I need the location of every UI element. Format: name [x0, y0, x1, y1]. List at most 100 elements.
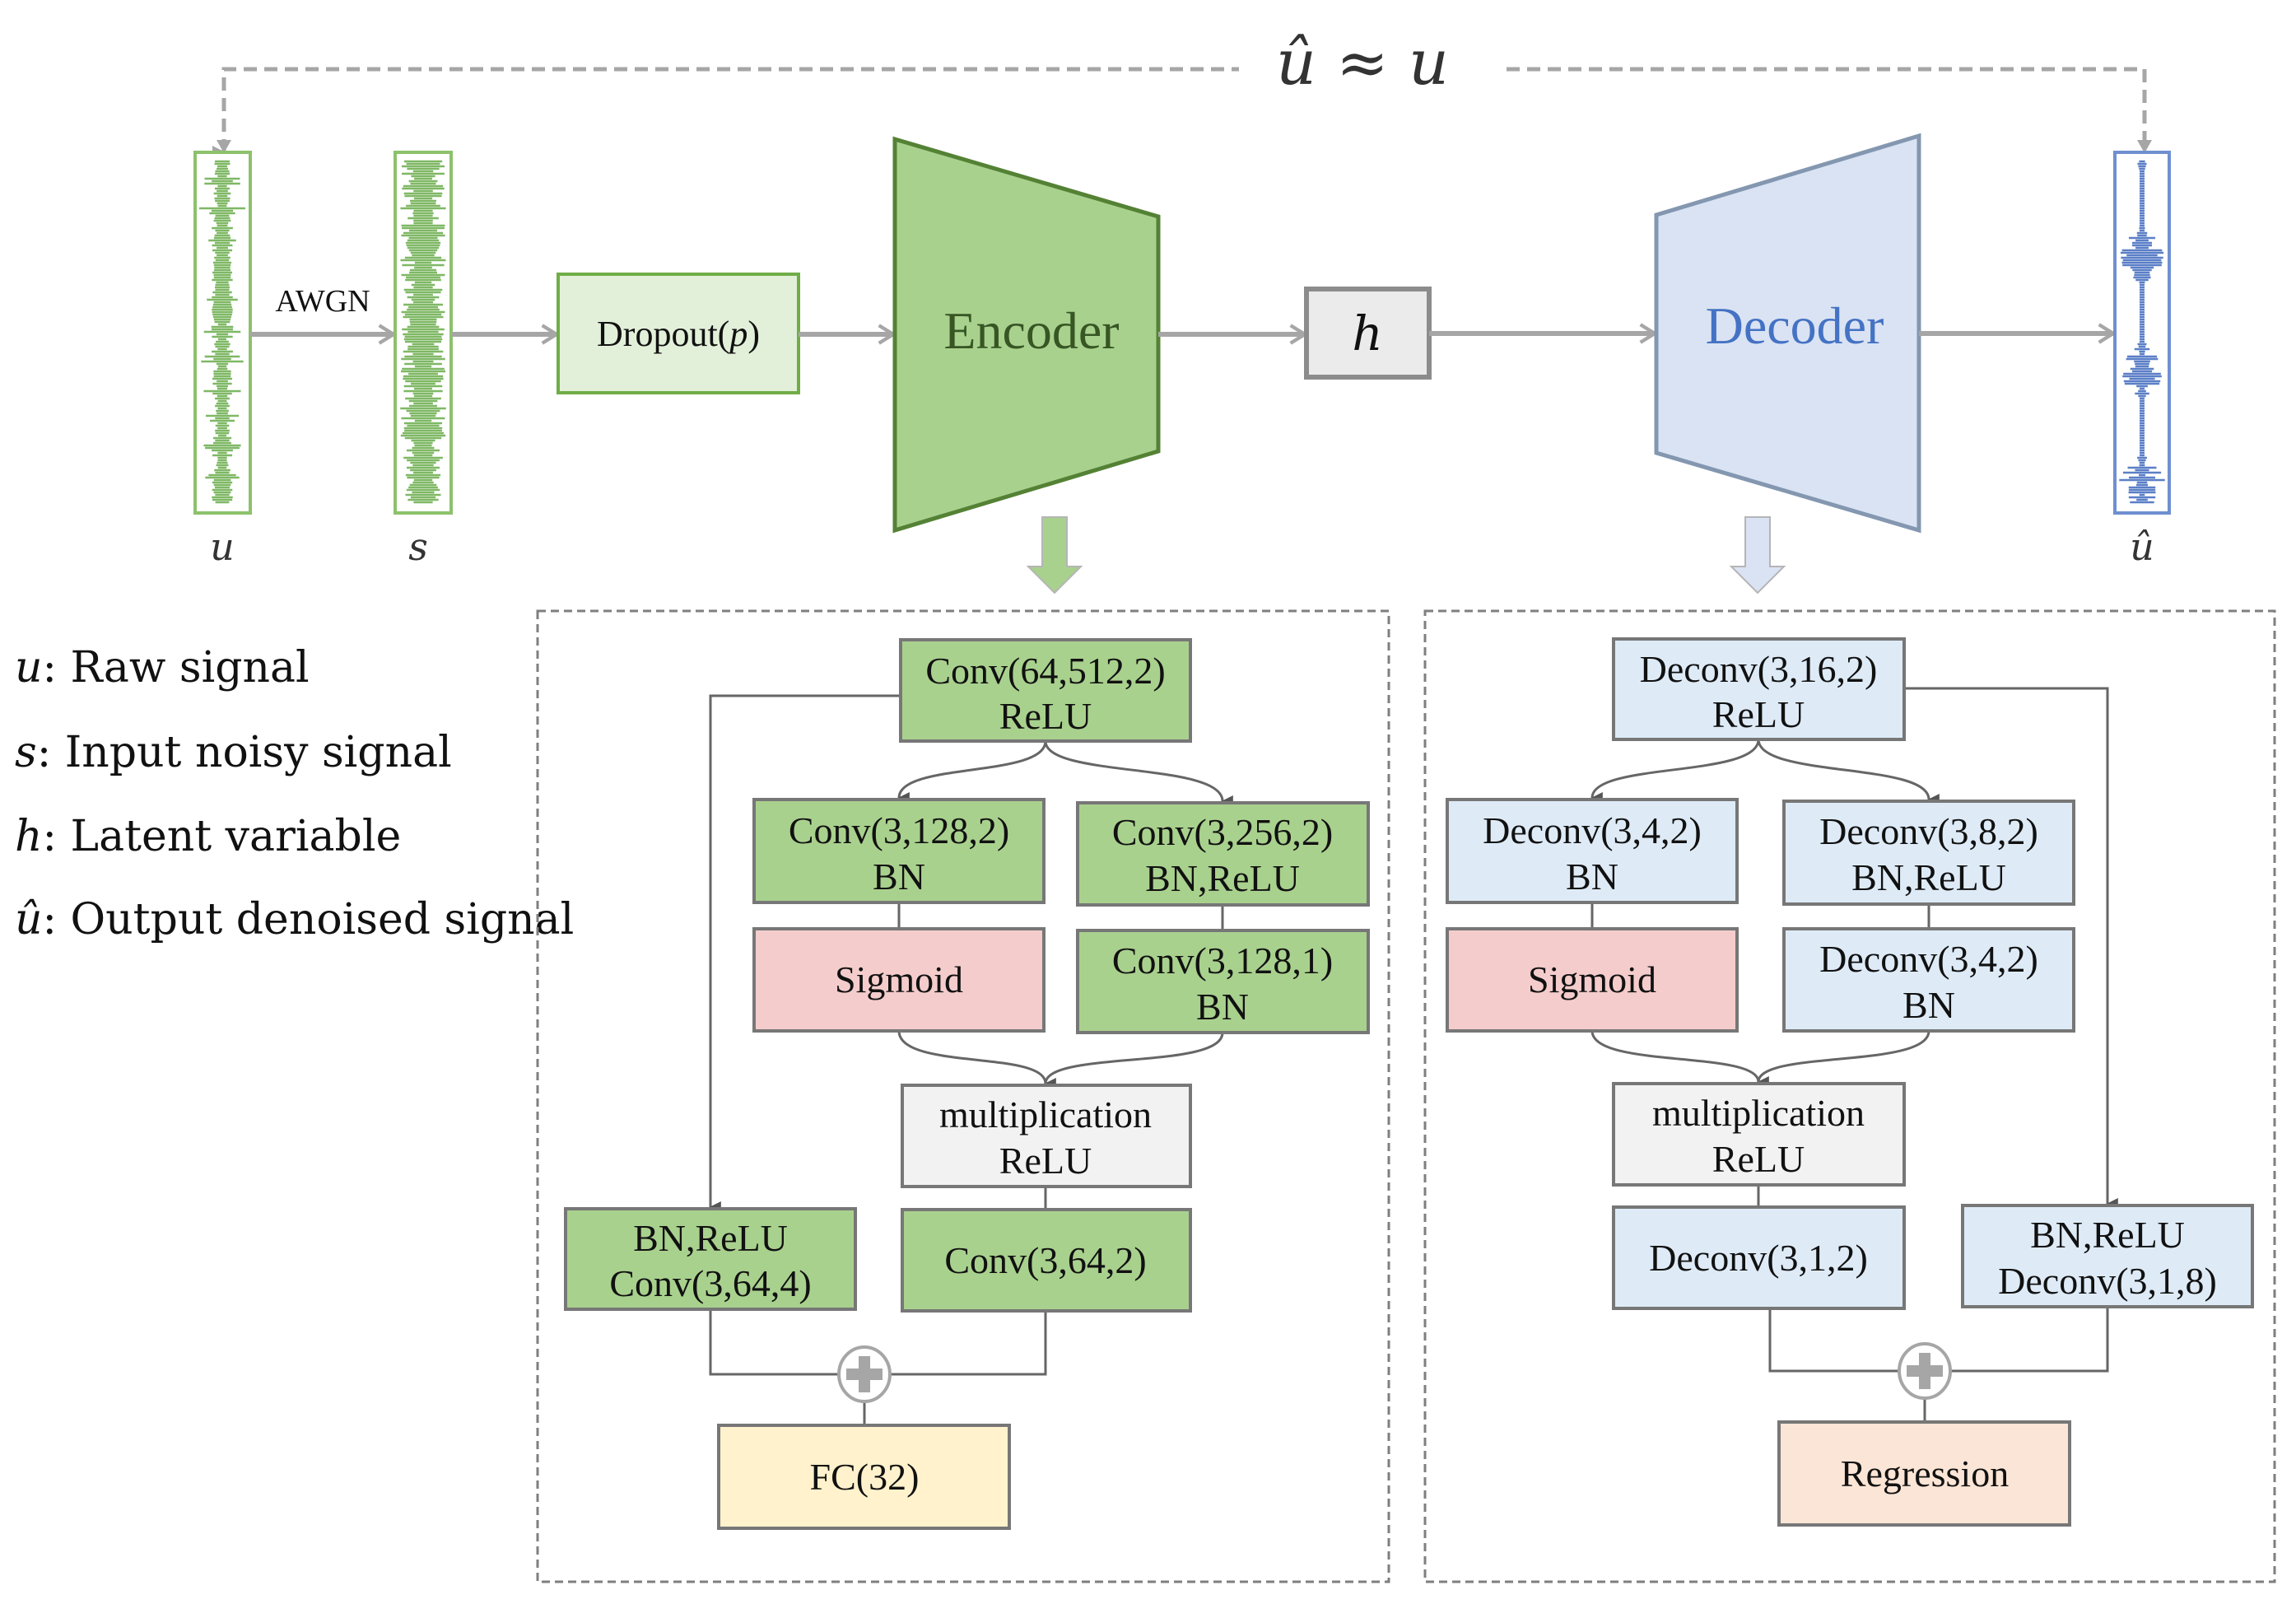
- legend-item-uhat: û: Output denoised signal: [15, 895, 574, 944]
- svg-text:Conv(3,64,2): Conv(3,64,2): [944, 1239, 1146, 1281]
- enc-split-right: [1044, 740, 1233, 807]
- dropout-label: Dropout(p): [597, 314, 760, 354]
- loop-dashed-left: [212, 67, 1239, 159]
- dec-split-left: [1590, 739, 1760, 804]
- enc-box-multiplication: multiplication ReLU: [901, 1084, 1192, 1188]
- svg-text:Deconv(3,4,2): Deconv(3,4,2): [1819, 938, 2038, 980]
- noisy-signal-s: s: [394, 151, 453, 569]
- decoder-trapezoid: [1654, 133, 1921, 534]
- dec-merge-left: [1590, 1030, 1769, 1088]
- svg-text:Conv(3,256,2): Conv(3,256,2): [1112, 811, 1333, 853]
- svg-text:Sigmoid: Sigmoid: [835, 958, 963, 1000]
- svg-text:Deconv(3,8,2): Deconv(3,8,2): [1819, 810, 2038, 852]
- decoder-block: Decoder: [1654, 133, 1921, 534]
- enc-merge-right: [1044, 1032, 1224, 1084]
- svg-text:Deconv(3,16,2): Deconv(3,16,2): [1640, 648, 1878, 690]
- legend-item-s: s: Input noisy signal: [15, 728, 452, 777]
- reconstruction-loop: û ≈ u: [212, 26, 2152, 159]
- svg-text:BN: BN: [1566, 856, 1618, 898]
- enc-box-fc: FC(32): [717, 1424, 1011, 1530]
- dropout-block: Dropout(p): [557, 273, 800, 394]
- dec-sum-right: [1949, 1307, 2109, 1373]
- dropout-box: [557, 273, 800, 394]
- svg-text:Sigmoid: Sigmoid: [1528, 958, 1656, 1000]
- dec-box-regression: Regression: [1777, 1420, 2071, 1527]
- enc-sum-right: [889, 1311, 1047, 1376]
- latent-label: h: [1352, 305, 1382, 361]
- enc-box-conv-out: Conv(3,64,2): [901, 1208, 1192, 1313]
- svg-text:Conv(3,128,2): Conv(3,128,2): [789, 809, 1009, 851]
- legend-item-h: h: Latent variable: [15, 812, 401, 861]
- svg-text:BN: BN: [1902, 984, 1955, 1026]
- legend-item-u: u: Raw signal: [15, 643, 310, 692]
- svg-text:Deconv(3,4,2): Deconv(3,4,2): [1483, 809, 1702, 851]
- reconstruction-formula: û ≈ u: [1276, 26, 1449, 99]
- dec-box-skip: BN,ReLU Deconv(3,1,8): [1961, 1204, 2254, 1308]
- decoder-connectors: [1590, 687, 2118, 1422]
- dec-skip-line: [1904, 687, 2118, 1210]
- plus-icon: [846, 1356, 883, 1392]
- dec-box-deconv-out: Deconv(3,1,2): [1612, 1205, 1906, 1310]
- encoder-expand-arrow-icon: [1026, 516, 1083, 595]
- latent-block: h: [1304, 287, 1432, 380]
- loop-arrowhead-left: [217, 140, 231, 153]
- svg-text:BN,ReLU: BN,ReLU: [2030, 1214, 2185, 1256]
- encoder-connectors: [709, 694, 1233, 1425]
- svg-text:FC(32): FC(32): [810, 1456, 920, 1498]
- enc-sum-left: [709, 1309, 840, 1376]
- dec-split-right: [1757, 739, 1940, 805]
- output-signal-label: û: [2130, 525, 2154, 569]
- output-signal-uhat: û: [2113, 151, 2171, 569]
- svg-text:multiplication: multiplication: [1652, 1092, 1865, 1134]
- raw-signal-waveform: [198, 160, 246, 504]
- dec-merge-right: [1757, 1030, 1930, 1083]
- encoder-block: Encoder: [892, 136, 1161, 534]
- svg-text:Deconv(3,1,8): Deconv(3,1,8): [1998, 1260, 2217, 1302]
- enc-box-sigmoid: Sigmoid: [752, 927, 1046, 1033]
- dec-box-branch-b2: Deconv(3,4,2) BN: [1782, 927, 2075, 1033]
- svg-text:Deconv(3,1,2): Deconv(3,1,2): [1649, 1237, 1868, 1279]
- dec-box-deconv-in: Deconv(3,16,2) ReLU: [1612, 637, 1906, 741]
- encoder-trapezoid: [892, 136, 1161, 534]
- legend: u: Raw signal s: Input noisy signal h: L…: [15, 643, 574, 944]
- dec-box-multiplication: multiplication ReLU: [1612, 1082, 1906, 1187]
- dec-sum-left: [1768, 1308, 1900, 1373]
- svg-text:ReLU: ReLU: [999, 1140, 1092, 1182]
- enc-box-conv-in: Conv(64,512,2) ReLU: [899, 638, 1192, 743]
- noisy-signal-waveform: [400, 160, 446, 504]
- enc-skip-line: [709, 694, 901, 1213]
- svg-text:multiplication: multiplication: [939, 1093, 1152, 1135]
- svg-text:BN,ReLU: BN,ReLU: [1851, 856, 2006, 898]
- dec-box-branch-b1: Deconv(3,8,2) BN,ReLU: [1782, 800, 2075, 906]
- svg-text:Conv(64,512,2): Conv(64,512,2): [925, 650, 1165, 692]
- svg-text:BN: BN: [1196, 986, 1249, 1028]
- enc-box-branch-a1: Conv(3,128,2) BN: [752, 798, 1046, 904]
- raw-signal-u: u: [193, 151, 252, 569]
- decoder-detail-panel: Deconv(3,16,2) ReLU Deconv(3,4,2) BN Dec…: [1423, 609, 2276, 1583]
- decoder-panel-frame: [1423, 609, 2276, 1583]
- svg-text:BN: BN: [873, 856, 925, 898]
- noisy-signal-label: s: [408, 525, 428, 569]
- dec-box-sigmoid: Sigmoid: [1446, 927, 1739, 1033]
- dec-box-branch-a1: Deconv(3,4,2) BN: [1446, 798, 1739, 904]
- awgn-label: AWGN: [275, 284, 370, 319]
- svg-text:ReLU: ReLU: [1712, 1138, 1805, 1180]
- enc-box-branch-b1: Conv(3,256,2) BN,ReLU: [1076, 801, 1370, 907]
- enc-merge-left: [897, 1030, 1056, 1089]
- svg-text:Conv(3,128,1): Conv(3,128,1): [1112, 940, 1333, 982]
- enc-split-left: [897, 740, 1047, 804]
- decoder-label: Decoder: [1706, 296, 1884, 355]
- svg-text:Regression: Regression: [1841, 1452, 2009, 1494]
- latent-box: [1304, 287, 1432, 380]
- encoder-label: Encoder: [943, 301, 1119, 360]
- encoder-panel-frame: [536, 609, 1390, 1583]
- encoder-detail-panel: Conv(64,512,2) ReLU Conv(3,128,2) BN Con…: [536, 609, 1390, 1583]
- enc-sum-node: [837, 1345, 892, 1403]
- decoder-expand-arrow-icon: [1729, 516, 1786, 595]
- svg-text:ReLU: ReLU: [1712, 693, 1805, 735]
- svg-text:Conv(3,64,4): Conv(3,64,4): [609, 1262, 811, 1304]
- loop-arrowhead-right: [2137, 140, 2152, 153]
- output-signal-waveform: [2119, 160, 2165, 504]
- dec-sum-node: [1898, 1342, 1952, 1400]
